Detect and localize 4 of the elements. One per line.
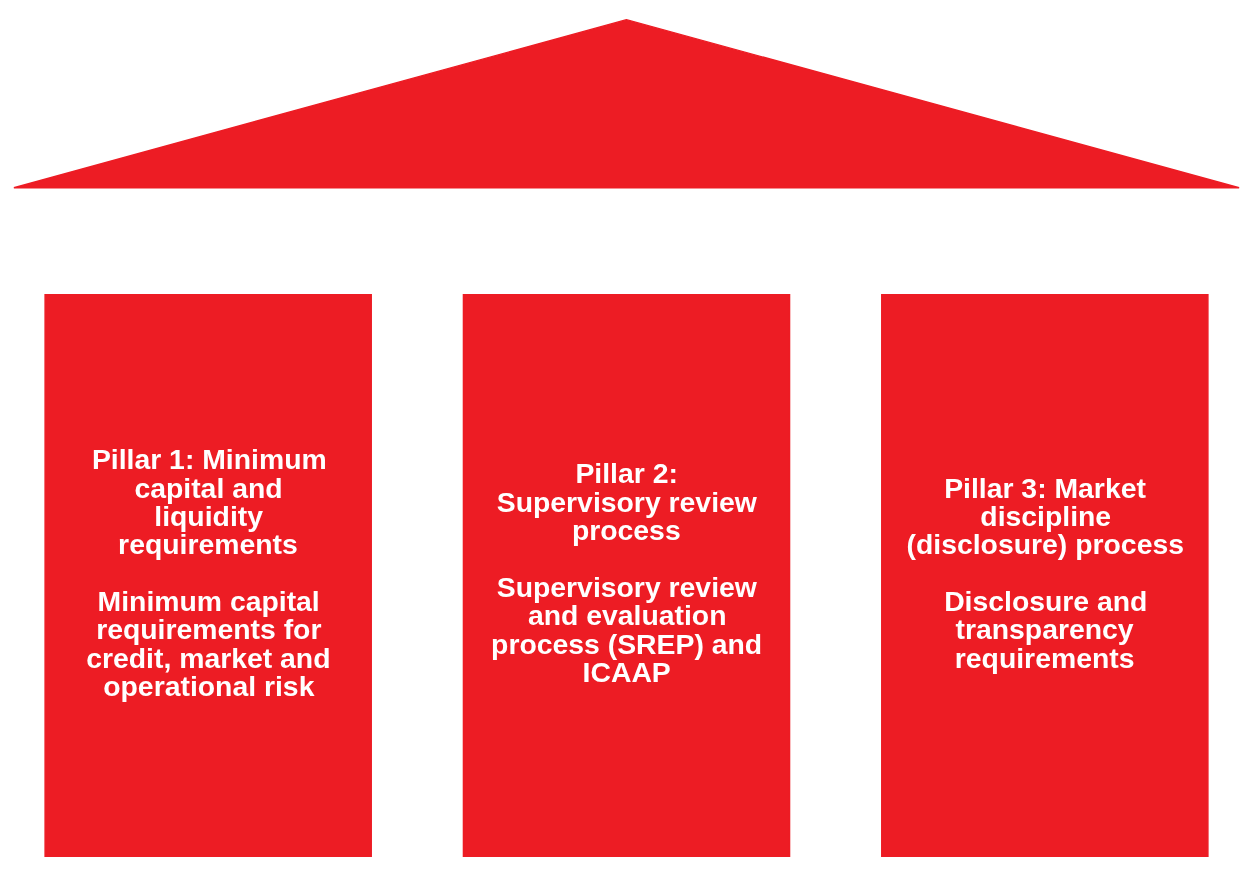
node-box: Pillar 2: Supervisory review process Supervisory review and evaluation process (SREP) and ICAAP [462, 294, 791, 858]
node-box: Pillar 1: Minimum capital and liquidity requirements Minimum capital requirements for credit, market and operational risk [44, 294, 372, 858]
node-triangle [13, 18, 1240, 189]
node-box: Pillar 3: Market discipline (disclosure) process Disclosure and transparency requirements [881, 294, 1209, 858]
